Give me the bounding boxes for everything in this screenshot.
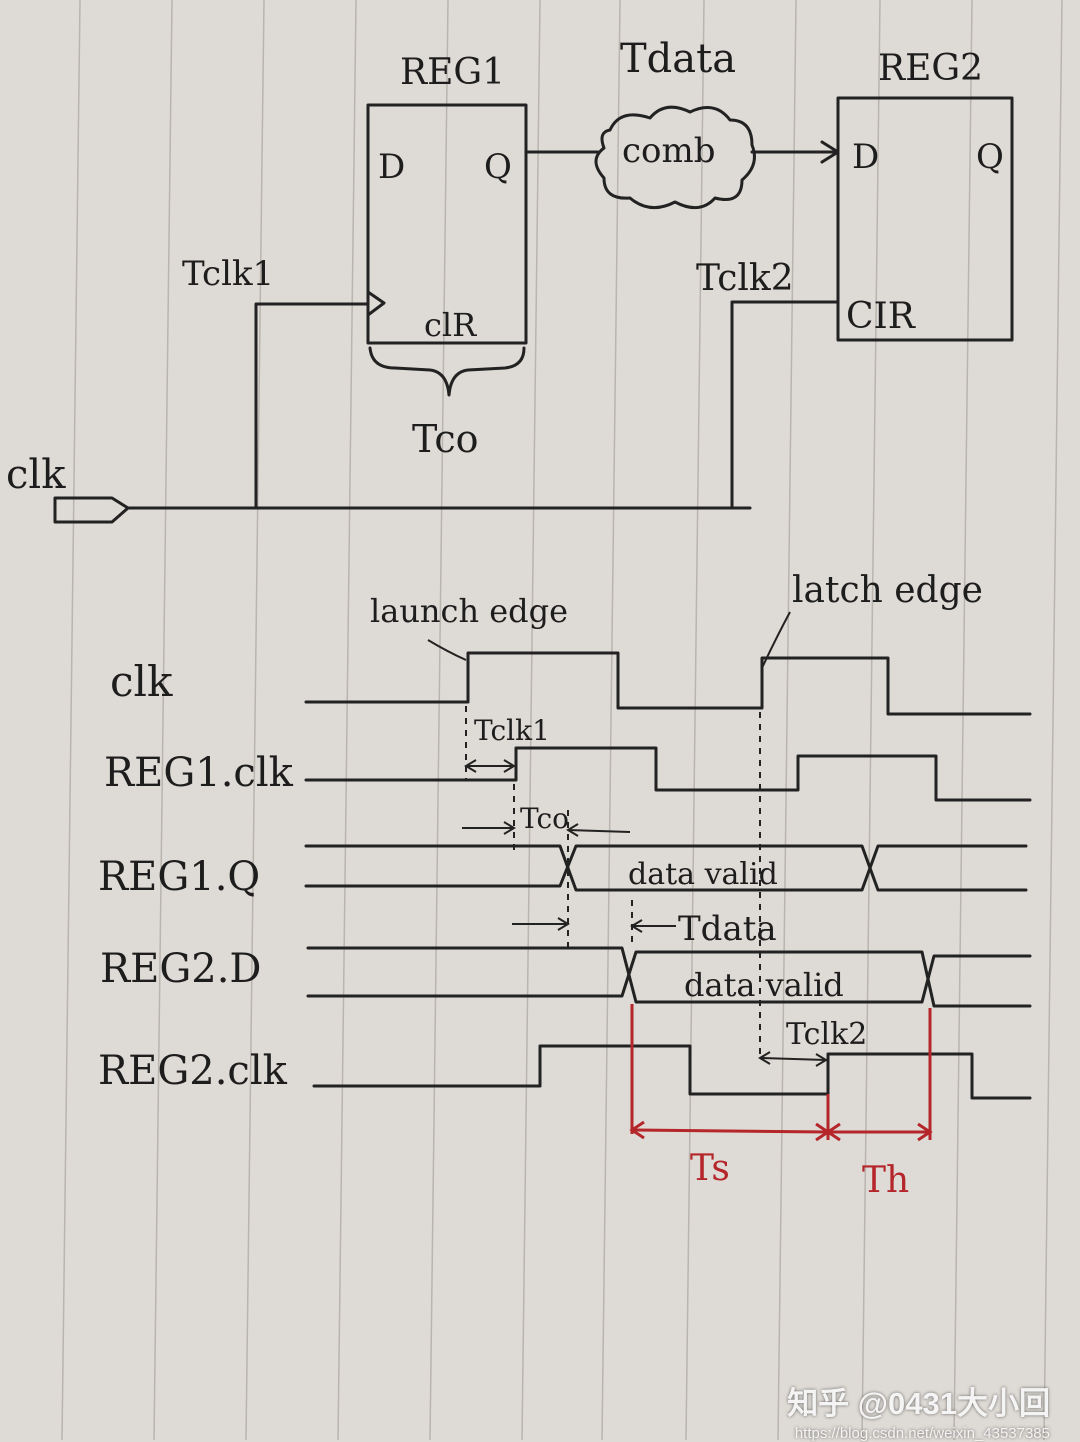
reg2-box <box>836 96 1014 342</box>
watermark-url: https://blog.csdn.net/weixin_43537385 <box>794 1425 1050 1442</box>
ts-label: Ts <box>690 1148 730 1189</box>
tclk1-timing-label: Tclk1 <box>474 714 550 747</box>
waveform-reg2-clk <box>312 1044 1032 1100</box>
tclk2-circuit-label: Tclk2 <box>696 258 794 299</box>
tco-arrowhead-left <box>503 821 516 835</box>
th-arrow-right <box>917 1122 933 1142</box>
notebook-rule <box>521 0 541 1440</box>
reg1-q-data-valid: data valid <box>628 857 778 892</box>
waveform-reg1-clk <box>304 746 1032 802</box>
tco-arrow-in-right <box>567 829 631 833</box>
tclk1-arrow-right <box>503 759 516 773</box>
notebook-rule <box>777 0 797 1440</box>
wire-clk-reg2 <box>730 300 840 510</box>
watermark-main: 知乎 @0431大小回 <box>787 1386 1050 1421</box>
reg2-d-pin: D <box>852 137 879 177</box>
reg1-box <box>366 103 528 345</box>
circuit-schematic: REG1 D Q clR Tco Tdata comb REG2 D Q CIR… <box>6 36 1014 524</box>
notebook-rule <box>245 0 265 1440</box>
tco-arrowhead-right <box>566 823 579 837</box>
comb-cloud-shape <box>594 105 756 210</box>
reg2-q-pin: Q <box>976 137 1004 177</box>
launch-edge-label: launch edge <box>370 592 568 630</box>
notebook-rules <box>61 0 1063 1440</box>
reg1-clk-pin: clR <box>424 306 477 344</box>
latch-edge-label: latch edge <box>792 570 983 611</box>
reg1-block: REG1 D Q clR Tco <box>366 52 528 461</box>
waveform-clk <box>304 651 1032 716</box>
reg2-block: REG2 D Q CIR <box>836 48 1014 342</box>
comb-label: comb <box>622 131 716 171</box>
setup-hold-markers: Ts Th <box>629 1004 933 1201</box>
signal-name-reg2-d: REG2.D <box>100 946 262 992</box>
reg2-d-data-valid: data valid <box>684 966 844 1004</box>
tclk1-arrow-left <box>464 759 477 773</box>
signal-name-reg1-clk: REG1.clk <box>104 750 294 796</box>
comb-cloud: Tdata comb <box>594 36 756 210</box>
tdata-title: Tdata <box>620 36 736 82</box>
waveform-reg2-d: data valid <box>306 946 1032 1008</box>
watermark: 知乎 @0431大小回 https://blog.csdn.net/weixin… <box>787 1378 1050 1442</box>
notebook-rule <box>153 0 173 1440</box>
reg2-d-lower <box>306 950 1032 1008</box>
timing-section: launch edge latch edge clk REG1.clk REG1… <box>98 570 1032 1201</box>
notebook-rule <box>61 0 81 1440</box>
notebook-rule <box>429 0 449 1440</box>
tclk2-arrow-left <box>758 1051 771 1065</box>
latch-edge-pointer <box>761 611 791 669</box>
reg1-d-pin: D <box>378 147 405 187</box>
launch-edge-pointer <box>427 639 467 661</box>
clk-input-port <box>53 496 130 524</box>
tco-label: Tco <box>412 417 479 461</box>
tco-brace <box>368 346 526 397</box>
reg1-q-lower <box>304 844 1028 892</box>
th-label: Th <box>862 1160 909 1201</box>
tco-timing-label: Tco <box>520 802 569 835</box>
notebook-rule <box>1043 0 1063 1440</box>
notebook-rule <box>861 0 881 1440</box>
waveform-reg1-q: data valid <box>304 844 1028 892</box>
notebook-rule <box>601 0 621 1440</box>
notebook-rule <box>953 0 973 1440</box>
tclk2-arrow-right <box>815 1053 828 1067</box>
notebook-rule <box>685 0 705 1440</box>
reg2-clk-pin: CIR <box>846 296 916 337</box>
wire-clk-reg1 <box>254 302 370 510</box>
tclk2-timing-label: Tclk2 <box>786 1017 867 1052</box>
reg2-title: REG2 <box>878 48 983 89</box>
reg1-q-upper <box>304 844 1028 892</box>
reg2-d-upper <box>306 946 1032 1004</box>
ts-arrow-left <box>629 1120 645 1140</box>
ts-span <box>631 1128 829 1134</box>
tdata-arrowhead-right <box>630 919 643 933</box>
signal-name-reg2-clk: REG2.clk <box>98 1048 288 1094</box>
tclk2-span <box>759 1057 827 1061</box>
reg1-title: REG1 <box>400 52 505 93</box>
reg1-clock-triangle <box>366 290 386 317</box>
tclk1-circuit-label: Tclk1 <box>182 254 274 294</box>
reg1-q-pin: Q <box>484 147 512 187</box>
signal-name-clk: clk <box>110 657 173 706</box>
tdata-arrowhead-left <box>557 917 570 931</box>
signal-name-reg1-q: REG1.Q <box>98 854 260 900</box>
th-arrow-left <box>825 1122 841 1142</box>
notebook-rule <box>337 0 357 1440</box>
tdata-timing-label: Tdata <box>678 909 777 949</box>
clk-port-label: clk <box>6 452 66 498</box>
